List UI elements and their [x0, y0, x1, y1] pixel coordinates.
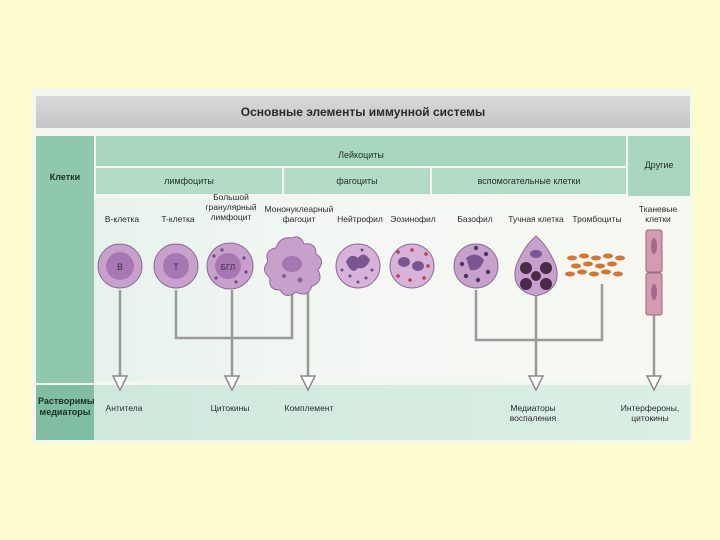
mediators-band	[94, 385, 690, 440]
output-inflammation-mediators: Медиаторы воспаления	[509, 403, 557, 423]
label-mono: Мононуклеарный фагоцит	[264, 204, 334, 224]
connector-lymphocytes	[174, 290, 294, 378]
lgl-icon: БГЛ	[206, 242, 254, 290]
header-other: Другие	[644, 160, 674, 170]
arrow-cytokines	[223, 375, 241, 392]
arrow-interferons	[645, 375, 663, 392]
connector-lines	[118, 284, 656, 378]
output-antibodies: Антитела	[105, 403, 143, 413]
label-eosinophil: Эозинофил	[390, 214, 436, 224]
output-cytokines: Цитокины	[210, 403, 250, 413]
cells-area	[94, 198, 690, 381]
b-cell-mark: B	[117, 262, 123, 272]
label-platelets: Тромбоциты	[572, 214, 622, 224]
header-lymphocytes: лимфоциты	[164, 176, 214, 186]
header-lymphocytes-band	[96, 168, 282, 194]
mast-cell-icon	[514, 235, 558, 297]
arrow-complement	[299, 375, 317, 392]
tissue-cells-icon	[645, 229, 663, 316]
label-b-cell: B-клетка	[104, 214, 140, 224]
header-phagocytes: фагоциты	[336, 176, 378, 186]
t-cell-icon: T	[153, 243, 199, 289]
eosinophil-icon	[389, 243, 435, 289]
diagram-title: Основные элементы иммунной системы	[240, 105, 486, 119]
b-cell-icon: B	[97, 243, 143, 289]
label-t-cell: T-клетка	[161, 214, 195, 224]
side-column-cells	[36, 136, 94, 383]
header-auxiliary: вспомогательные клетки	[477, 176, 581, 186]
row-label-mediators: Растворимые медиаторы	[38, 396, 100, 417]
header-leukocytes-band	[96, 136, 626, 166]
connector-auxiliary	[474, 284, 604, 378]
t-cell-mark: T	[173, 262, 179, 272]
label-mast-cell: Тучная клетка	[508, 214, 564, 224]
arrow-antibodies	[111, 375, 129, 392]
label-neutrophil: Нейтрофил	[337, 214, 383, 224]
label-lgl: Большой гранулярный лимфоцит	[205, 192, 257, 222]
title-bar: Основные элементы иммунной системы	[36, 96, 690, 128]
label-tissue-cells: Тканевые клетки	[638, 204, 678, 224]
output-complement: Комплемент	[284, 403, 334, 413]
side-column-mediators	[36, 385, 94, 440]
header-phagocytes-band	[284, 168, 430, 194]
header-auxiliary-band	[432, 168, 626, 194]
label-basophil: Базофил	[457, 214, 493, 224]
lgl-mark: БГЛ	[221, 263, 235, 272]
neutrophil-icon	[335, 243, 381, 289]
arrow-inflammation	[527, 375, 545, 392]
mononuclear-phagocyte-icon	[264, 236, 322, 296]
header-other-band	[628, 136, 690, 196]
arrowheads	[111, 375, 663, 392]
basophil-icon	[453, 243, 499, 289]
output-interferons-cytokines: Интерфероны, цитокины	[620, 403, 680, 423]
header-leukocytes: Лейкоциты	[338, 150, 384, 160]
row-label-cells: Клетки	[49, 172, 81, 182]
platelets-icon	[565, 253, 625, 277]
